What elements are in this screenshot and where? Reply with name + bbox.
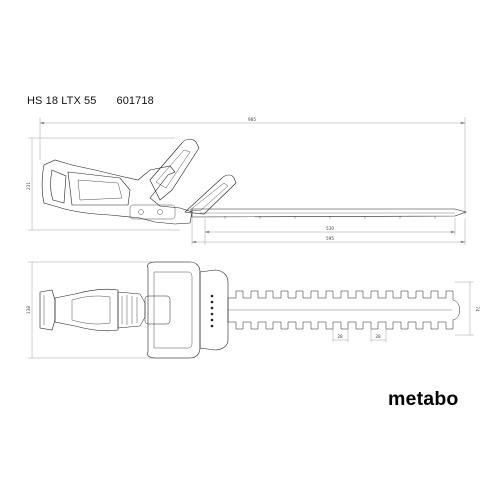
metabo-logo: metabo [388, 388, 459, 410]
label-top-width: 138 [26, 306, 31, 314]
side-view [28, 117, 467, 245]
blade-length-dimension [191, 218, 466, 245]
top-handle [149, 138, 200, 201]
overall-length-dimension [39, 117, 466, 215]
label-side-height: 231 [26, 182, 31, 190]
model-name: HS 18 LTX 55 [27, 95, 97, 107]
tooth-dimensions [332, 329, 387, 342]
front-guard [184, 174, 237, 215]
label-blade-height: 74 [475, 306, 480, 312]
top-view [28, 261, 474, 359]
label-overall-length: 985 [248, 117, 256, 122]
label-tooth-spacing: 28 [337, 334, 343, 339]
article-number: 601718 [116, 95, 154, 107]
side-height-dimension [28, 137, 180, 231]
rear-grip [54, 288, 119, 332]
blade-height-dimension [455, 281, 474, 336]
drawing-title: HS 18 LTX 55 601718 [27, 95, 154, 107]
label-cutting-length: 530 [326, 226, 334, 231]
label-tooth-width: 28 [375, 334, 381, 339]
side-blade [191, 208, 467, 218]
rear-housing [41, 159, 193, 225]
battery-pack [39, 289, 56, 331]
toothed-blade [227, 290, 460, 330]
top-width-dimension [28, 261, 190, 359]
top-front-guard [199, 269, 229, 351]
label-blade-length: 595 [326, 236, 334, 241]
cutting-length-dimension [204, 218, 456, 245]
